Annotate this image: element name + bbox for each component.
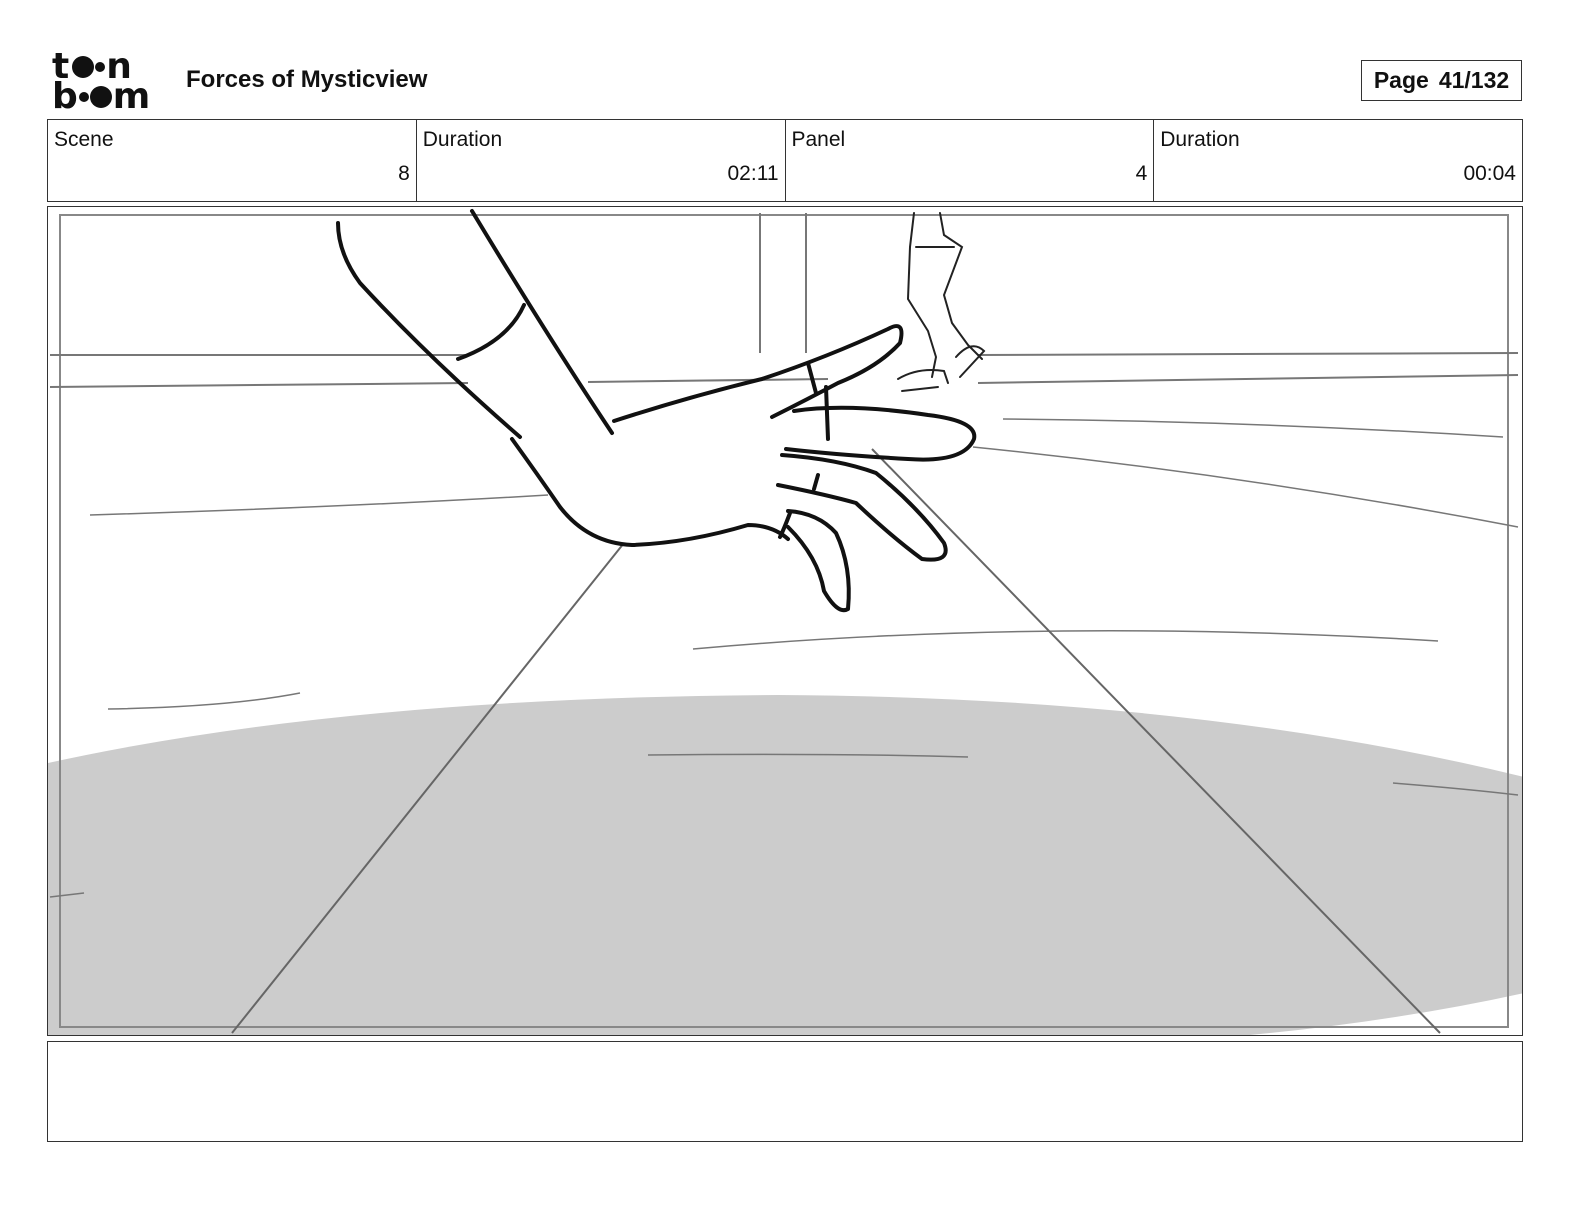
page-label: Page	[1373, 67, 1429, 93]
perspective-lines	[231, 448, 1441, 1034]
skater-legs	[897, 212, 986, 392]
floor-shadow	[48, 695, 1522, 1035]
logo-row-top: t n	[52, 46, 164, 87]
panel-duration-label: Duration	[1160, 128, 1240, 151]
logo-letter: m	[112, 76, 151, 117]
hand-sketch	[336, 209, 977, 613]
scene-cell: Scene 8	[48, 120, 417, 201]
logo-dot	[89, 86, 112, 108]
safe-frame	[59, 214, 1509, 1028]
scene-duration-label: Duration	[422, 128, 503, 151]
logo-dot	[95, 62, 106, 72]
logo-letter: n	[106, 46, 132, 87]
scene-label: Scene	[54, 128, 114, 151]
scene-value: 8	[398, 162, 410, 185]
toon-boom-logo: t n b m	[52, 46, 164, 117]
page-number: 41/132	[1438, 67, 1510, 93]
panel-notes-box[interactable]	[47, 1041, 1523, 1142]
scene-duration-value: 02:11	[727, 162, 779, 185]
logo-row-bottom: b m	[52, 76, 164, 117]
scene-duration-cell: Duration 02:11	[417, 120, 786, 201]
panel-info-table: Scene 8 Duration 02:11 Panel 4 Duration …	[47, 119, 1523, 202]
project-title: Forces of Mysticview	[186, 66, 428, 93]
panel-label: Panel	[791, 128, 846, 151]
panel-duration-value: 00:04	[1463, 162, 1516, 185]
ice-streaks	[49, 418, 1519, 898]
rink-boards	[49, 213, 1519, 388]
panel-cell: Panel 4	[786, 120, 1155, 201]
page-indicator: Page 41/132	[1361, 60, 1522, 101]
logo-letter: t	[52, 46, 70, 87]
storyboard-panel	[47, 206, 1523, 1036]
panel-drawing	[48, 209, 1522, 1035]
panel-duration-cell: Duration 00:04	[1154, 120, 1522, 201]
logo-dot	[72, 56, 95, 78]
logo-letter: b	[52, 76, 78, 117]
logo-dot	[78, 92, 89, 102]
panel-value: 4	[1135, 162, 1148, 185]
